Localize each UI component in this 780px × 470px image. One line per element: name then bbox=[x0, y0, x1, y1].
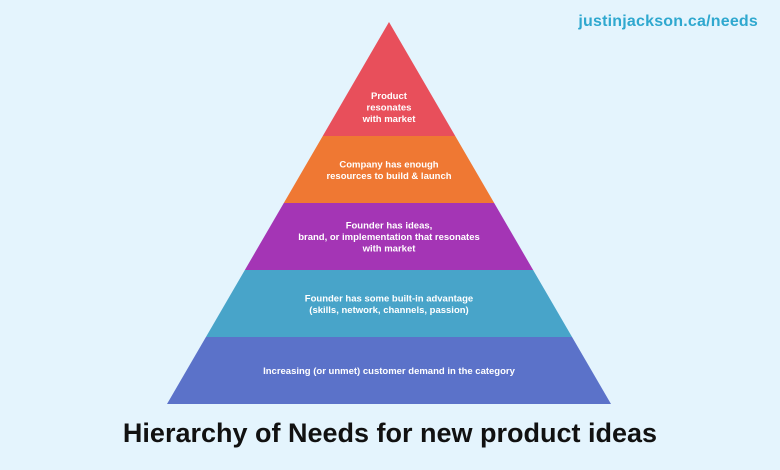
pyramid-layer-label: resources to build & launch bbox=[326, 171, 451, 182]
pyramid-layer-shape bbox=[322, 22, 456, 136]
pyramid-layer-customer-demand: Increasing (or unmet) customer demand in… bbox=[167, 337, 611, 404]
page-title: Hierarchy of Needs for new product ideas bbox=[122, 418, 658, 448]
pyramid-layer-label: Increasing (or unmet) customer demand in… bbox=[263, 366, 516, 377]
pyramid-layer-label: Product bbox=[371, 91, 408, 102]
pyramid-layer-label: with market bbox=[362, 114, 417, 125]
pyramid-layer-label: Founder has some built-in advantage bbox=[305, 293, 473, 304]
pyramid-layer-shape bbox=[244, 203, 534, 270]
pyramid-layer-label: (skills, network, channels, passion) bbox=[309, 305, 468, 316]
pyramid-layer-founder-ideas: Founder has ideas,brand, or implementati… bbox=[244, 203, 534, 270]
pyramid-layer-shape bbox=[205, 270, 573, 337]
source-url[interactable]: justinjackson.ca/needs bbox=[578, 13, 758, 30]
pyramid-layer-founder-advantage: Founder has some built-in advantage(skil… bbox=[205, 270, 573, 337]
pyramid-layer-shape bbox=[283, 136, 495, 203]
pyramid-layer-label: with market bbox=[362, 244, 417, 255]
pyramid-layer-label: resonates bbox=[367, 103, 412, 114]
pyramid-layer-label: brand, or implementation that resonates bbox=[298, 232, 480, 243]
pyramid-layer-label: Founder has ideas, bbox=[346, 221, 433, 232]
pyramid-layer-label: Company has enough bbox=[339, 159, 438, 170]
pyramid-layer-shape bbox=[167, 337, 611, 404]
